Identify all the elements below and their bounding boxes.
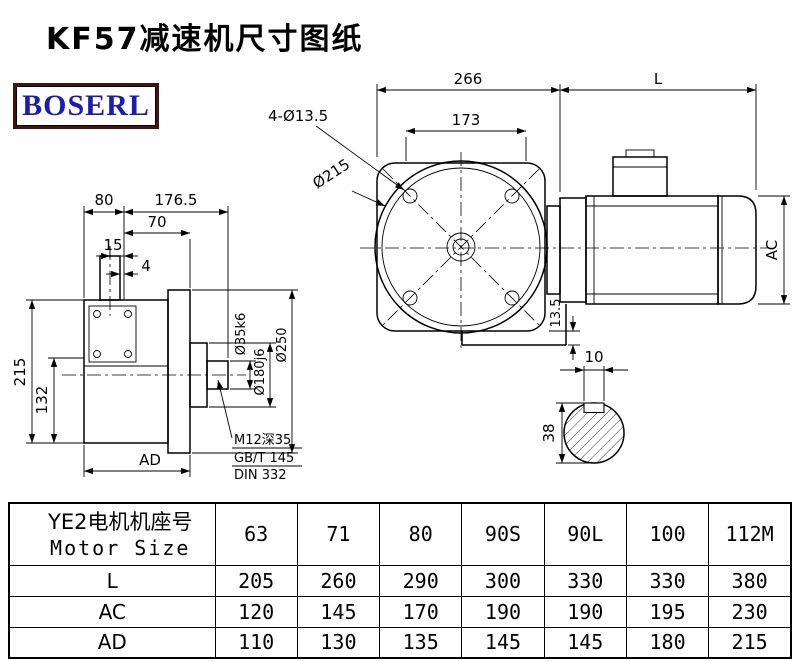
dim-shaft-dia: Ø35k6	[234, 313, 249, 356]
dimension-table: YE2电机机座号 Motor Size 63 71 80 90S 90L 100…	[8, 502, 792, 659]
table-cell: 170	[379, 595, 463, 628]
dim-266: 266	[454, 70, 483, 88]
motor-size-header-cell: YE2电机机座号 Motor Size	[8, 502, 216, 566]
dim-70: 70	[147, 213, 166, 231]
output-flange	[167, 289, 191, 454]
table-cell: 145	[461, 626, 545, 659]
note-din332: DIN 332	[234, 468, 287, 483]
terminal-box-cap	[625, 149, 655, 158]
shaft-bore-circle	[446, 232, 476, 262]
size-col-7: 112M	[708, 502, 792, 566]
table-cell: 120	[214, 595, 298, 628]
bearing-cover	[88, 305, 137, 363]
front-view: 266 L 173 4-Ø13.5 Ø215 13.5 AC	[268, 70, 790, 360]
size-col-2: 71	[296, 502, 381, 566]
table-cell: 230	[708, 595, 792, 628]
dim-10: 10	[584, 348, 603, 366]
tapped-hole-note: M12深35 GB/T 145 DIN 332	[217, 379, 302, 483]
page-title: KF57减速机尺寸图纸	[46, 22, 364, 57]
row-label-L: L	[8, 564, 216, 597]
bolt-holes	[402, 188, 520, 306]
header-cn: YE2电机机座号	[48, 509, 193, 534]
size-col-4: 90S	[461, 502, 545, 566]
dim-L: L	[654, 70, 663, 88]
terminal-box	[612, 156, 668, 197]
dim-38: 38	[540, 423, 558, 442]
size-col-6: 100	[625, 502, 710, 566]
motor	[546, 149, 757, 305]
row-label-AD: AD	[8, 626, 216, 659]
table-cell: 290	[379, 564, 463, 597]
dim-4: 4	[141, 257, 151, 275]
note-m12: M12深35	[234, 433, 291, 448]
size-col-3: 80	[379, 502, 463, 566]
motor-flange	[559, 197, 587, 303]
dim-AD: AD	[139, 451, 161, 469]
dim-173: 173	[452, 111, 481, 129]
shaft-center-circle	[452, 238, 470, 256]
adapter-ring	[546, 205, 561, 295]
header-en: Motor Size	[50, 535, 191, 560]
size-col-5: 90L	[543, 502, 627, 566]
table-cell: 330	[543, 564, 627, 597]
section-dimensions: 10 38	[540, 348, 628, 464]
keyway	[583, 402, 605, 414]
gear-housing	[83, 299, 169, 444]
dim-AC: AC	[763, 240, 781, 260]
dim-80: 80	[94, 191, 113, 209]
dim-flange-dia: Ø250	[275, 327, 290, 362]
table-cell: 195	[625, 595, 710, 628]
dim-15: 15	[103, 236, 122, 254]
dim-132: 132	[33, 386, 51, 415]
dim-13-5: 13.5	[549, 299, 564, 328]
table-row-AC: AC 120 145 170 190 190 195 230	[8, 595, 792, 628]
table-cell: 145	[543, 626, 627, 659]
table-cell: 190	[461, 595, 545, 628]
table-cell: 145	[296, 595, 381, 628]
row-label-AC: AC	[8, 595, 216, 628]
table-cell: 260	[296, 564, 381, 597]
cover-bolts	[93, 310, 132, 358]
dim-spigot-dia: Ø180j6	[253, 349, 268, 396]
boserl-logo-text: BOSERL	[22, 89, 150, 122]
front-view-dimensions: 266 L 173 4-Ø13.5 Ø215 13.5 AC	[268, 70, 790, 360]
table-cell: 190	[543, 595, 627, 628]
table-cell: 180	[625, 626, 710, 659]
table-cell: 300	[461, 564, 545, 597]
diagonal-centerline-2	[382, 168, 540, 326]
motor-body	[585, 195, 719, 305]
dim-bolt-holes: 4-Ø13.5	[268, 107, 328, 125]
dim-flange-diameter: Ø215	[309, 155, 353, 192]
flange-circle-inner	[381, 167, 541, 327]
technical-drawing: 266 L 173 4-Ø13.5 Ø215 13.5 AC	[11, 70, 790, 483]
boserl-logo: BOSERL	[13, 83, 159, 129]
side-view-dimensions: 80 176.5 70 15 4 215	[11, 191, 298, 477]
table-cell: 130	[296, 626, 381, 659]
side-view: 80 176.5 70 15 4 215	[11, 191, 302, 483]
table-row-AD: AD 110 130 135 145 145 180 215	[8, 626, 792, 659]
table-cell: 330	[625, 564, 710, 597]
table-header-row: YE2电机机座号 Motor Size 63 71 80 90S 90L 100…	[8, 502, 792, 566]
table-cell: 380	[708, 564, 792, 597]
note-gbt145: GB/T 145	[234, 451, 294, 466]
table-row-L: L 205 260 290 300 330 330 380	[8, 564, 792, 597]
dim-176-5: 176.5	[155, 191, 198, 209]
table-cell: 135	[379, 626, 463, 659]
dim-215: 215	[11, 358, 29, 387]
table-cell: 215	[708, 626, 792, 659]
shaft-section: 10 38	[540, 348, 628, 464]
table-cell: 205	[214, 564, 298, 597]
table-cell: 110	[214, 626, 298, 659]
gearbox-base	[461, 304, 567, 346]
flange-square	[376, 162, 546, 332]
fan-cover	[717, 195, 757, 305]
size-col-1: 63	[214, 502, 298, 566]
